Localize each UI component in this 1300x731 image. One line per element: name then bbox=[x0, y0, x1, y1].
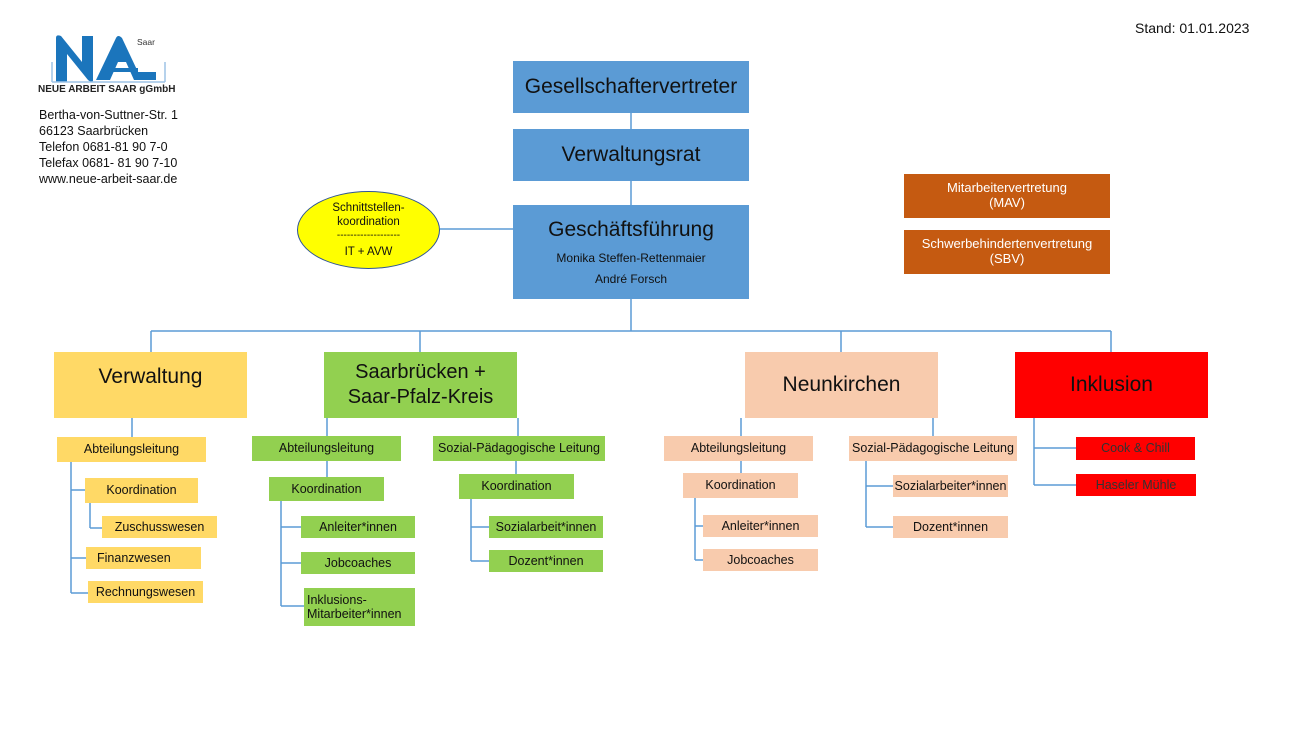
logo-mark bbox=[51, 35, 166, 83]
dept-neunkirchen: Neunkirchen bbox=[745, 352, 938, 418]
box-sbv: Schwerbehindertenvertretung (SBV) bbox=[904, 230, 1110, 274]
nk-koordination: Koordination bbox=[683, 473, 798, 498]
sbv-line-2: (SBV) bbox=[989, 251, 1025, 266]
mav-line-2: (MAV) bbox=[989, 195, 1025, 210]
dept-saarbruecken: Saarbrücken + Saar-Pfalz-Kreis bbox=[324, 352, 517, 418]
logo: Saar NEUE ARBEIT SAAR gGmbH bbox=[38, 32, 176, 100]
logo-saar: Saar bbox=[137, 37, 155, 47]
address-block: Bertha-von-Suttner-Str. 1 66123 Saarbrüc… bbox=[39, 107, 178, 187]
gf-name-1: Monika Steffen-Rettenmaier bbox=[556, 250, 706, 265]
gf-name-2: André Forsch bbox=[594, 271, 668, 286]
sb-abteilungsleitung: Abteilungsleitung bbox=[252, 436, 401, 461]
box-geschaeftsfuehrung: Geschäftsführung Monika Steffen-Rettenma… bbox=[513, 205, 749, 299]
sb-anleiter: Anleiter*innen bbox=[301, 516, 415, 538]
verwaltung-finanzwesen: Finanzwesen bbox=[86, 547, 201, 569]
address-phone: Telefon 0681-81 90 7-0 bbox=[39, 140, 168, 154]
sb-jobcoaches: Jobcoaches bbox=[301, 552, 415, 574]
sb-koordination: Koordination bbox=[269, 477, 384, 501]
sb-inklusions-mitarbeiter: Inklusions- Mitarbeiter*innen bbox=[304, 588, 415, 626]
ink-haseler-muehle: Haseler Mühle bbox=[1076, 474, 1196, 496]
schnitt-line-3: IT + AVW bbox=[344, 246, 393, 258]
verwaltung-abteilungsleitung: Abteilungsleitung bbox=[57, 437, 206, 462]
verwaltung-zuschusswesen: Zuschusswesen bbox=[102, 516, 217, 538]
sb-inklusions-line-2: Mitarbeiter*innen bbox=[307, 607, 402, 621]
address-street: Bertha-von-Suttner-Str. 1 bbox=[39, 108, 178, 122]
mav-line-1: Mitarbeitervertretung bbox=[947, 180, 1067, 196]
nk-jobcoaches: Jobcoaches bbox=[703, 549, 818, 571]
box-gesellschaftervertreter: Gesellschaftervertreter bbox=[513, 61, 749, 113]
nk-abteilungsleitung: Abteilungsleitung bbox=[664, 436, 813, 461]
dept-verwaltung: Verwaltung bbox=[54, 352, 247, 418]
box-verwaltungsrat: Verwaltungsrat bbox=[513, 129, 749, 181]
schnitt-line-2: koordination bbox=[337, 216, 400, 228]
sb-dozent: Dozent*innen bbox=[489, 550, 603, 572]
nk-sozialarbeiter: Sozialarbeiter*innen bbox=[893, 475, 1008, 497]
verwaltung-rechnungswesen: Rechnungswesen bbox=[88, 581, 203, 603]
nk-sozialpaedagogische-leitung: Sozial-Pädagogische Leitung bbox=[849, 436, 1017, 461]
dept-saarbruecken-line-1: Saarbrücken + bbox=[355, 361, 486, 383]
address-fax: Telefax 0681- 81 90 7-10 bbox=[39, 156, 178, 170]
sb-sozialarbeit: Sozialarbeit*innen bbox=[489, 516, 603, 538]
ellipse-schnittstellenkoordination: Schnittstellen- koordination -----------… bbox=[297, 191, 440, 269]
dept-inklusion: Inklusion bbox=[1015, 352, 1208, 418]
address-city: 66123 Saarbrücken bbox=[39, 124, 149, 138]
schnitt-divider: ------------------- bbox=[336, 230, 401, 241]
dept-saarbruecken-line-2: Saar-Pfalz-Kreis bbox=[347, 386, 494, 408]
sbv-line-1: Schwerbehindertenvertretung bbox=[921, 236, 1093, 252]
box-mav: Mitarbeitervertretung (MAV) bbox=[904, 174, 1110, 218]
nk-dozent: Dozent*innen bbox=[893, 516, 1008, 538]
schnitt-line-1: Schnittstellen- bbox=[332, 202, 405, 214]
address-web: www.neue-arbeit-saar.de bbox=[39, 172, 178, 186]
logo-name: NEUE ARBEIT SAAR gGmbH bbox=[38, 84, 176, 95]
gf-title: Geschäftsführung bbox=[548, 217, 714, 241]
sb-koordination-2: Koordination bbox=[459, 474, 574, 499]
ink-cook-chill: Cook & Chill bbox=[1076, 437, 1195, 460]
verwaltung-koordination: Koordination bbox=[85, 478, 198, 503]
stand-date: Stand: 01.01.2023 bbox=[1135, 20, 1250, 36]
nk-anleiter: Anleiter*innen bbox=[703, 515, 818, 537]
sb-sozialpaedagogische-leitung: Sozial-Pädagogische Leitung bbox=[433, 436, 605, 461]
sb-inklusions-line-1: Inklusions- bbox=[307, 592, 367, 607]
